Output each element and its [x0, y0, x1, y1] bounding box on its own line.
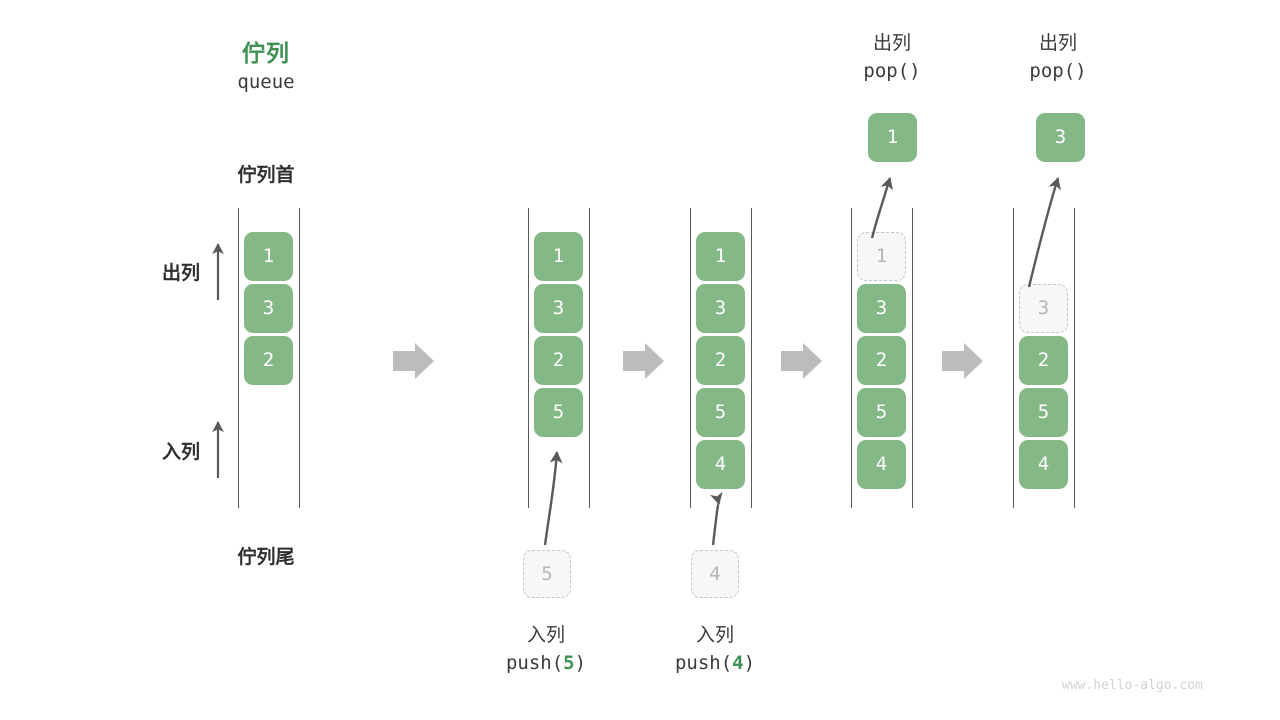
queue-rail-right	[751, 208, 753, 508]
queue-rail-left	[1013, 208, 1015, 508]
queue-node: 4	[696, 440, 745, 489]
popped-result-node: 1	[868, 113, 917, 162]
watermark: www.hello-algo.com	[1062, 678, 1203, 693]
queue-node: 4	[857, 440, 906, 489]
pop-3-caption-cn: 出列	[1038, 33, 1077, 54]
pop-3-close: )	[1075, 59, 1087, 82]
diagram-title-cn: 佇列	[242, 40, 290, 66]
push-5-caption-code: push(5)	[456, 650, 636, 678]
incoming-node: 5	[523, 550, 571, 598]
queue-rail-left	[690, 208, 692, 508]
queue-node: 1	[534, 232, 583, 281]
pop-1-caption-cn: 出列	[872, 33, 911, 54]
push-5-close: )	[574, 651, 587, 674]
popped-slot-node: 1	[857, 232, 906, 281]
queue-rail-right	[299, 208, 301, 508]
queue-node: 1	[244, 232, 293, 281]
queue-node: 3	[534, 284, 583, 333]
queue-node: 5	[696, 388, 745, 437]
pop-1-connector-arrow-icon	[870, 177, 894, 239]
queue-node: 3	[244, 284, 293, 333]
push-4-caption: 入列 push(4)	[625, 622, 805, 677]
queue-head-label: 佇列首	[237, 165, 295, 186]
push-4-connector-arrow-icon	[710, 491, 723, 546]
step-block-arrow-icon	[942, 343, 983, 379]
queue-rail-left	[528, 208, 530, 508]
queue-node: 1	[696, 232, 745, 281]
pop-1-fn: pop(	[863, 59, 910, 82]
queue-node: 2	[696, 336, 745, 385]
step-block-arrow-icon	[393, 343, 434, 379]
pop-3-fn: pop(	[1029, 59, 1076, 82]
queue-rail-left	[238, 208, 240, 508]
step-block-arrow-icon	[781, 343, 822, 379]
popped-result-node: 3	[1036, 113, 1085, 162]
push-5-arg: 5	[563, 651, 575, 674]
push-4-close: )	[743, 651, 756, 674]
queue-rail-right	[912, 208, 914, 508]
queue-tail-label: 佇列尾	[237, 547, 295, 568]
push-5-fn: push(	[505, 651, 564, 674]
push-4-caption-code: push(4)	[625, 650, 805, 678]
pop-1-close: )	[909, 59, 921, 82]
push-5-caption-cn: 入列	[526, 625, 565, 646]
push-4-caption-cn: 入列	[695, 625, 734, 646]
queue-rail-left	[851, 208, 853, 508]
enqueue-direction-label: 入列	[161, 442, 200, 463]
queue-node: 5	[857, 388, 906, 437]
queue-rail-right	[1074, 208, 1076, 508]
queue-node: 2	[857, 336, 906, 385]
queue-node: 5	[1019, 388, 1068, 437]
step-block-arrow-icon	[623, 343, 664, 379]
push-5-connector-arrow-icon	[543, 451, 563, 546]
queue-node: 3	[696, 284, 745, 333]
pop-3-caption: 出列 pop()	[968, 30, 1148, 85]
push-4-fn: push(	[674, 651, 733, 674]
push-5-caption: 入列 push(5)	[456, 622, 636, 677]
popped-slot-node: 3	[1019, 284, 1068, 333]
queue-node: 2	[534, 336, 583, 385]
queue-node: 2	[244, 336, 293, 385]
queue-node: 3	[857, 284, 906, 333]
queue-rail-right	[589, 208, 591, 508]
queue-node: 2	[1019, 336, 1068, 385]
pop-1-caption-code: pop()	[802, 58, 982, 86]
pop-3-caption-code: pop()	[968, 58, 1148, 86]
incoming-node: 4	[691, 550, 739, 598]
diagram-title-en: queue	[237, 71, 295, 93]
pop-1-caption: 出列 pop()	[802, 30, 982, 85]
dequeue-direction-label: 出列	[161, 263, 200, 284]
queue-node: 4	[1019, 440, 1068, 489]
pop-3-connector-arrow-icon	[1027, 177, 1061, 288]
queue-node: 5	[534, 388, 583, 437]
push-4-arg: 4	[732, 651, 744, 674]
